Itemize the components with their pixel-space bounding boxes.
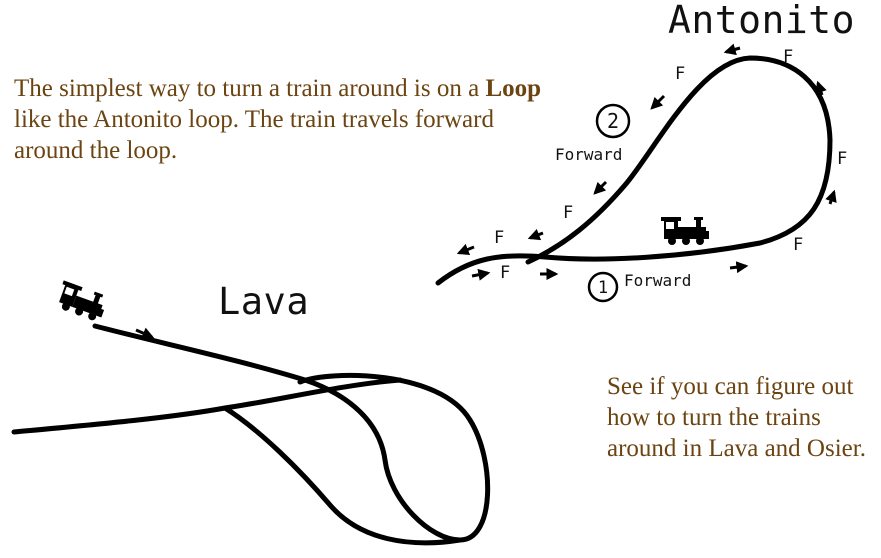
lava-arrow (135, 327, 155, 339)
arrow (456, 243, 475, 256)
antonito-title: Antonito (668, 0, 856, 42)
step-1-circle (587, 271, 619, 303)
f-marker: F (500, 263, 510, 283)
f-marker: F (837, 149, 847, 169)
lava-curve-track (222, 405, 463, 546)
lava-upper-track (92, 323, 491, 543)
arrow (471, 268, 491, 281)
step-2-label: Forward (555, 145, 622, 164)
f-marker: F (563, 203, 573, 223)
intro-text-end: like the Antonito loop. The train travel… (14, 106, 494, 164)
lava-lower-track (11, 377, 403, 435)
arrow (815, 80, 827, 96)
direction-arrows (456, 43, 837, 281)
arrow (729, 261, 749, 274)
arrow (593, 180, 608, 195)
antonito-diagram: 2 Forward 1 Forward F F F F F F F (435, 43, 847, 303)
arrow (723, 43, 741, 56)
step-1-number: 1 (598, 278, 608, 298)
step-1-label: Forward (624, 271, 691, 290)
f-marker: F (675, 64, 685, 84)
lava-train-icon (54, 280, 109, 324)
step-2-number: 2 (607, 109, 619, 133)
intro-text-start: The simplest way to turn a train around … (14, 75, 486, 102)
intro-paragraph: The simplest way to turn a train around … (14, 73, 554, 166)
arrow (527, 228, 544, 241)
antonito-main-track (435, 55, 833, 286)
f-marker: F (793, 235, 803, 255)
hint-paragraph: See if you can figure out how to turn th… (607, 373, 866, 462)
lava-diagram (11, 280, 491, 546)
f-marker: F (494, 228, 504, 248)
f-marker: F (783, 47, 793, 67)
arrow (825, 189, 837, 205)
intro-loop-term: Loop (485, 75, 542, 102)
antonito-train-icon (661, 217, 709, 245)
step-2-circle (595, 103, 631, 139)
arrow (650, 94, 666, 110)
lava-title: Lava (218, 280, 310, 323)
